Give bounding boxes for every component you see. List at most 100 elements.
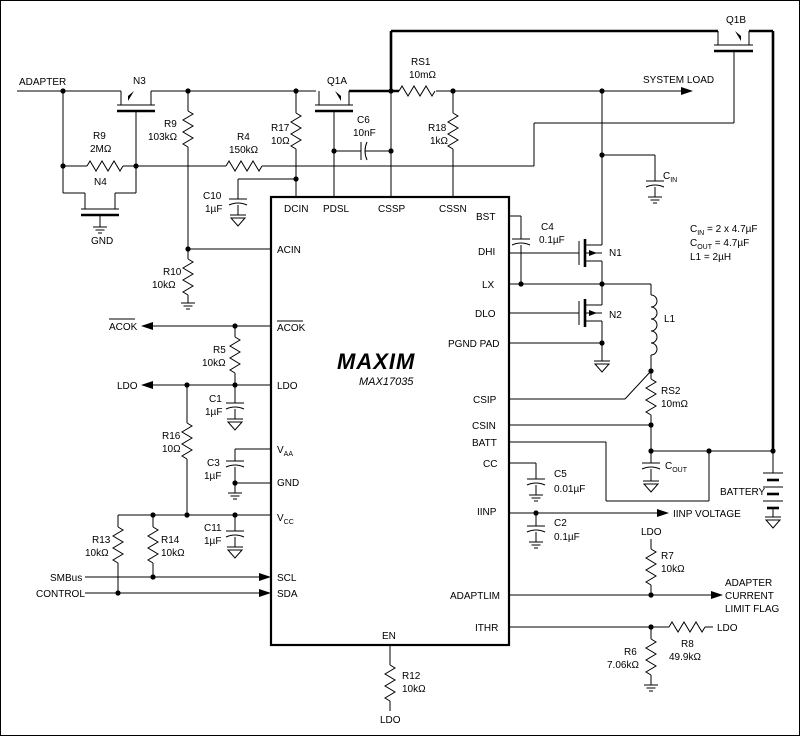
svg-text:C3: C3 [207,458,220,469]
svg-text:N1: N1 [609,248,622,259]
svg-text:10mΩ: 10mΩ [661,399,688,410]
svg-text:10kΩ: 10kΩ [402,684,426,695]
smbus-label: SMBus [50,573,82,584]
svg-text:2MΩ: 2MΩ [90,144,112,155]
svg-text:PGND PAD: PGND PAD [448,339,500,350]
acok-network: ACOK R5 10kΩ [109,318,271,385]
svg-text:SCL: SCL [277,573,297,584]
svg-text:DLO: DLO [475,309,496,320]
mosfet-n3: N3 [117,76,155,119]
svg-text:LDO: LDO [277,381,298,392]
svg-text:10nF: 10nF [353,128,376,139]
svg-text:7.06kΩ: 7.06kΩ [607,660,639,671]
resistor-r4: R4 150kΩ [136,122,734,172]
svg-text:0.1µF: 0.1µF [539,235,565,246]
resistor-r12: R12 10kΩ LDO [380,645,426,726]
vaa-network: C3 1µF [204,448,271,500]
svg-text:10kΩ: 10kΩ [85,548,109,559]
svg-text:R17: R17 [271,123,290,134]
svg-text:N2: N2 [609,310,622,321]
acok-pin: ACOK [277,323,306,334]
svg-text:10kΩ: 10kΩ [152,280,176,291]
svg-text:R18: R18 [428,123,447,134]
resistor-r9-103k: R9 103kΩ [148,88,194,252]
capacitor-c6: C6 10nF [331,115,394,197]
svg-text:CIN = 2 x 4.7µF: CIN = 2 x 4.7µF [690,224,758,237]
svg-text:1µF: 1µF [204,536,221,547]
svg-text:LIMIT FLAG: LIMIT FLAG [725,604,779,615]
svg-text:R8: R8 [681,639,694,650]
svg-text:R10: R10 [163,267,182,278]
battery-label: BATTERY [720,487,766,498]
svg-text:CSSP: CSSP [378,204,406,215]
svg-text:VAA: VAA [277,445,293,458]
svg-text:10Ω: 10Ω [162,444,181,455]
svg-text:C5: C5 [554,469,567,480]
svg-text:R4: R4 [237,132,250,143]
adapter-cluster: R9 2MΩ N4 GND [60,88,139,247]
ldo-network: LDO C1 1µF R16 10Ω [117,381,271,515]
svg-text:0.1µF: 0.1µF [554,532,580,543]
svg-text:BST: BST [476,212,495,223]
svg-text:RS1: RS1 [411,57,431,68]
svg-text:L1 = 2µH: L1 = 2µH [690,252,731,263]
iinp-voltage-label: IINP VOLTAGE [673,509,741,520]
smbus-network: SMBus CONTROL [36,573,271,600]
svg-text:1µF: 1µF [205,204,222,215]
svg-text:10kΩ: 10kΩ [161,548,185,559]
svg-text:CSIP: CSIP [473,395,497,406]
vcc-network: C11 1µF R13 10kΩ R14 10kΩ [85,512,271,593]
svg-text:R12: R12 [402,671,421,682]
svg-text:CSSN: CSSN [439,204,467,215]
svg-text:BATT: BATT [472,438,497,449]
n3-label: N3 [133,76,146,87]
svg-text:L1: L1 [664,314,676,325]
svg-text:R16: R16 [162,431,181,442]
q1a-label: Q1A [327,76,347,87]
svg-text:103kΩ: 103kΩ [148,132,178,143]
ithr-network: LDO R8 49.9kΩ R6 7.06kΩ [509,621,738,692]
resistor-r18: R18 1kΩ [428,88,459,197]
svg-text:150kΩ: 150kΩ [229,145,259,156]
capacitor-c5: C5 0.01µF [509,462,585,502]
battery: BATTERY [720,451,783,529]
svg-text:N4: N4 [94,177,107,188]
svg-text:R6: R6 [624,647,637,658]
power-path [17,29,775,451]
svg-text:EN: EN [382,631,396,642]
svg-text:C11: C11 [204,523,222,534]
svg-text:ITHR: ITHR [475,623,498,634]
svg-text:R5: R5 [213,345,226,356]
design-notes: CIN = 2 x 4.7µF COUT = 4.7µF L1 = 2µH [690,224,758,263]
svg-text:10mΩ: 10mΩ [409,70,436,81]
acok-output-label: ACOK [109,322,138,333]
svg-text:LDO: LDO [380,715,401,726]
max17035-chip [269,195,511,647]
part-number: MAX17035 [359,376,414,388]
resistor-rs1: RS1 10mΩ [398,57,436,97]
svg-text:RS2: RS2 [661,386,681,397]
acin-network: R10 10kΩ [152,248,271,310]
svg-text:GND: GND [91,236,113,247]
iinp-network: IINP VOLTAGE C2 0.1µF [509,509,741,549]
svg-text:C6: C6 [357,115,370,126]
svg-text:ACIN: ACIN [277,245,301,256]
svg-text:R9: R9 [164,119,177,130]
svg-text:GND: GND [277,478,299,489]
svg-text:10kΩ: 10kΩ [202,358,226,369]
switching-stage: CIN C4 0.1µF N1 N2 [509,88,776,502]
adapter-label: ADAPTER [19,77,66,88]
svg-text:LX: LX [482,280,495,291]
resistor-r17: R17 10Ω C10 1µF [203,88,302,227]
svg-text:IINP: IINP [477,507,497,518]
adaptlim-network: LDO R7 10kΩ ADAPTER CURRENT LIMIT FLAG [509,527,779,615]
svg-text:R7: R7 [661,551,674,562]
svg-text:C10: C10 [203,191,222,202]
svg-text:10Ω: 10Ω [271,136,290,147]
mosfet-q1b: Q1B [714,15,753,123]
maxim-logo: MAXIM [337,349,415,374]
q1b-label: Q1B [726,15,746,26]
svg-text:COUT = 4.7µF: COUT = 4.7µF [690,238,749,251]
control-label: CONTROL [36,589,85,600]
